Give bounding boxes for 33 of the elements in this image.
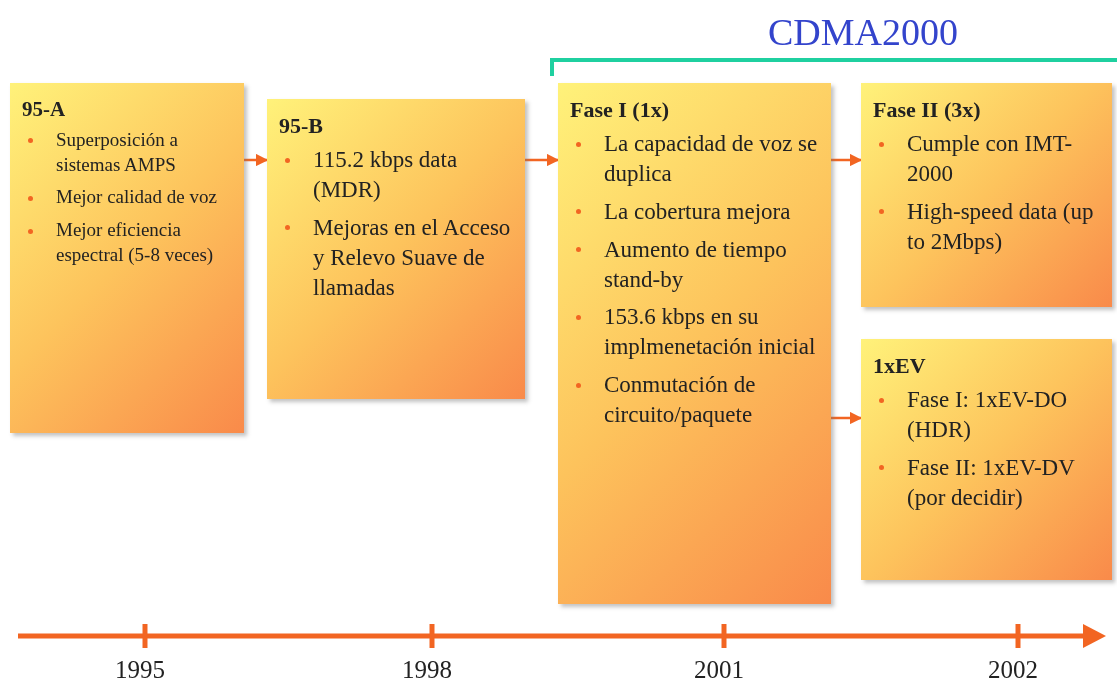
bullet-text: Cumple con IMT-2000 <box>873 129 1102 189</box>
year-label: 1995 <box>115 656 165 684</box>
stage-box <box>861 339 1112 580</box>
box-heading: 95-A <box>22 97 67 122</box>
bullet-text: Fase I: 1xEV-DO (HDR) <box>873 385 1102 445</box>
arrow <box>831 153 863 167</box>
stage-box <box>558 83 831 604</box>
bullet-text: Superposición a sistemas AMPS <box>22 128 234 178</box>
stage-box <box>861 83 1112 307</box>
box-heading: Fase I (1x) <box>570 97 670 123</box>
bullet-text: Conmutación de circuito/paquete <box>570 370 821 430</box>
bullet-text: High-speed data (up to 2Mbps) <box>873 196 1102 257</box>
box-heading: 1xEV <box>873 353 927 379</box>
stage-box <box>267 99 525 399</box>
bullet-text: Mejor eficiencia espectral (5-8 veces) <box>22 218 234 268</box>
year-label: 1998 <box>402 656 452 684</box>
bullet-text: Mejoras en el Acceso y Relevo Suave de llamadas <box>279 212 515 303</box>
year-label: 2001 <box>694 656 744 684</box>
bullet-text: La capacidad de voz se duplica <box>570 129 821 189</box>
standard-title: CDMA2000 <box>768 10 959 54</box>
arrow <box>525 153 560 167</box>
bullet-text: 115.2 kbps data (MDR) <box>279 145 515 205</box>
bullet-text: La cobertura mejora <box>570 196 821 227</box>
bullet-text: Fase II: 1xEV-DV (por decidir) <box>873 452 1102 513</box>
arrow <box>831 411 863 425</box>
arrow <box>244 153 269 167</box>
box-heading: 95-B <box>279 113 324 139</box>
bullet-text: 153.6 kbps en su implmenetación inicial <box>570 302 821 363</box>
bullet-text: Mejor calidad de voz <box>22 185 234 211</box>
bullet-text: Aumento de tiempo stand-by <box>570 234 821 295</box>
stage-box <box>10 83 244 433</box>
year-label: 2002 <box>988 656 1038 684</box>
box-heading: Fase II (3x) <box>873 97 982 123</box>
